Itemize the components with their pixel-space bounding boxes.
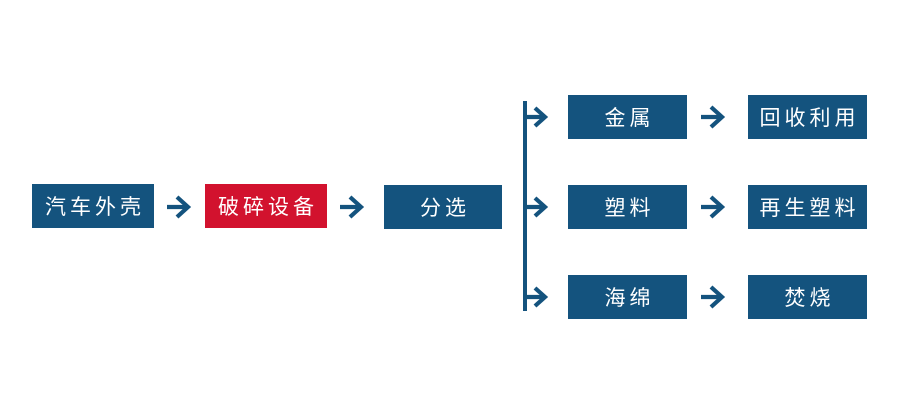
- arrow-right-icon: [525, 106, 549, 128]
- arrow-right-icon: [167, 195, 192, 219]
- node-label: 破碎设备: [218, 195, 318, 219]
- node-sorting: 分选: [384, 185, 502, 229]
- node-metal: 金属: [568, 95, 687, 139]
- node-label: 塑料: [604, 196, 655, 220]
- node-recycle-reuse: 回收利用: [748, 95, 867, 139]
- node-label: 再生塑料: [759, 196, 860, 220]
- arrow-right-icon: [701, 195, 726, 219]
- node-label: 焚烧: [784, 286, 835, 310]
- node-incineration: 焚烧: [748, 275, 867, 319]
- node-label: 回收利用: [759, 106, 860, 130]
- node-plastic: 塑料: [568, 185, 687, 229]
- arrow-right-icon: [340, 195, 365, 219]
- arrow-right-icon: [525, 196, 549, 218]
- arrow-right-icon: [701, 285, 726, 309]
- node-car-shell: 汽车外壳: [32, 184, 154, 228]
- node-recycled-plastic: 再生塑料: [748, 185, 867, 229]
- node-sponge: 海绵: [568, 275, 687, 319]
- node-label: 海绵: [604, 286, 655, 310]
- node-label: 金属: [604, 106, 655, 130]
- node-label: 分选: [420, 196, 470, 220]
- node-label: 汽车外壳: [45, 195, 145, 219]
- node-crushing-equipment: 破碎设备: [205, 184, 327, 228]
- arrow-right-icon: [525, 286, 549, 308]
- arrow-right-icon: [701, 105, 726, 129]
